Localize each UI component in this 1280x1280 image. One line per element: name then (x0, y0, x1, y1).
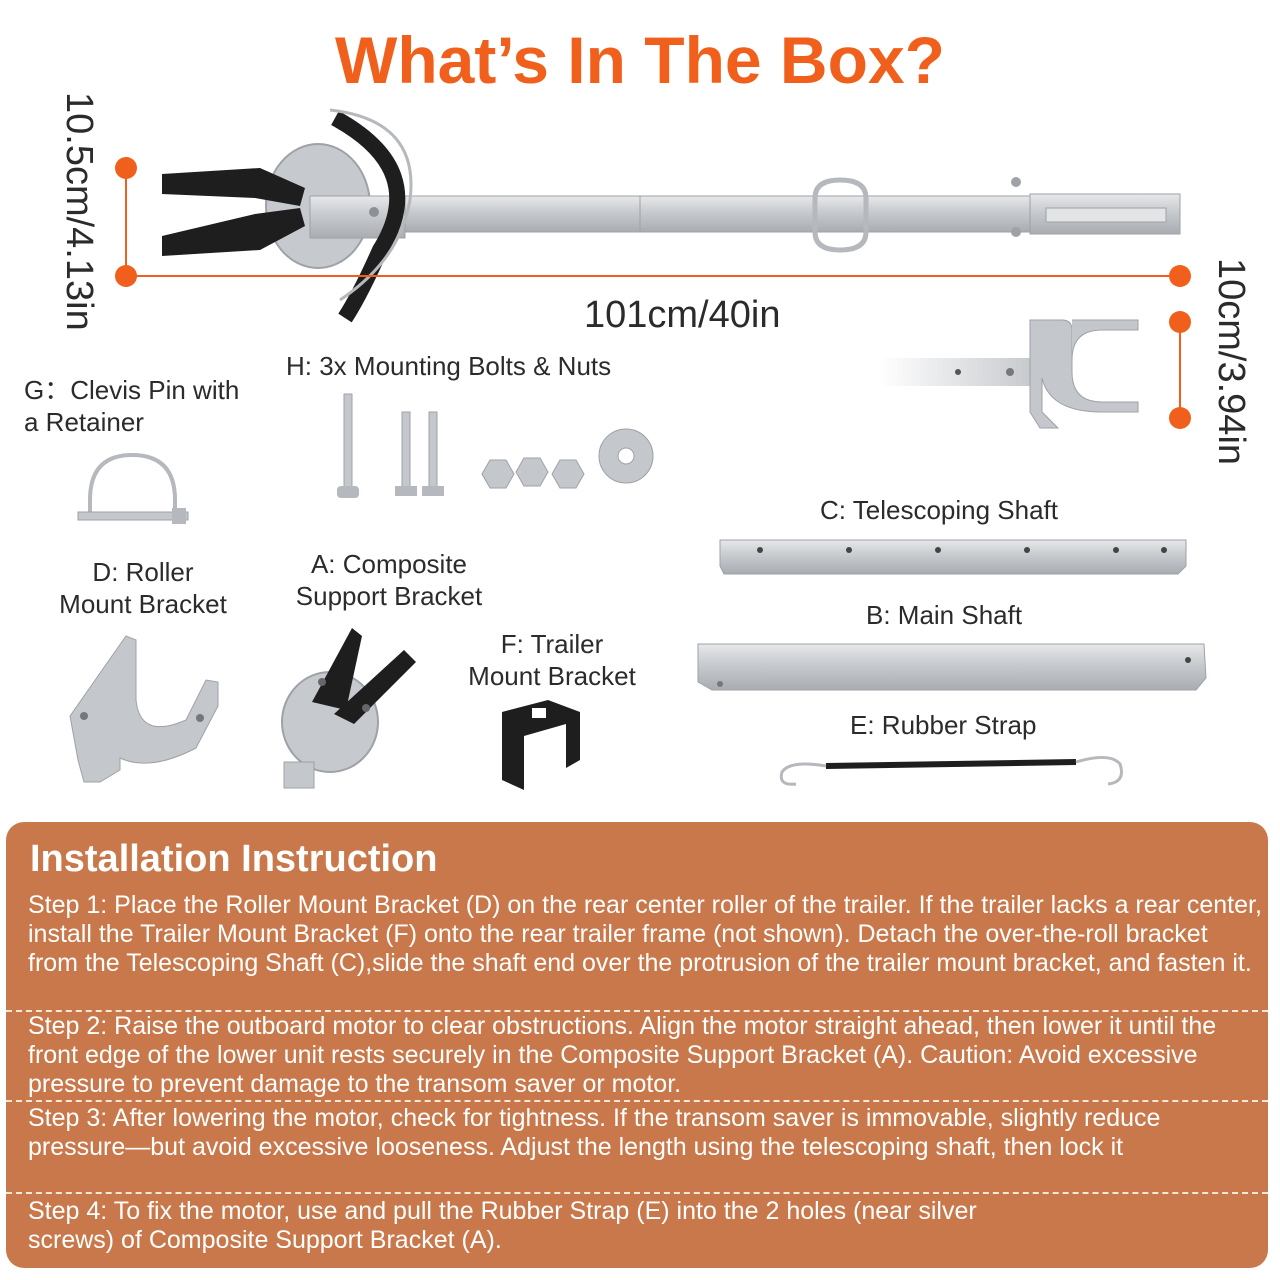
composite-bracket-illustration (281, 628, 416, 789)
part-label-a: A: Composite Support Bracket (295, 549, 483, 611)
telescoping-shaft-illustration (719, 539, 1187, 575)
roller-bracket-detail (880, 319, 1139, 429)
part-label-g: G：Clevis Pin with a Retainer (24, 375, 240, 437)
step-divider (6, 1010, 1268, 1012)
part-label-b: B: Main Shaft (866, 600, 1023, 630)
page-title: What’s In The Box? (335, 23, 945, 97)
product-illustration (69, 108, 1207, 790)
part-label-e: E: Rubber Strap (850, 710, 1037, 740)
length-dimension: 101cm/40in (584, 294, 781, 336)
installation-title: Installation Instruction (30, 838, 438, 880)
clevis-pin-illustration (77, 452, 189, 524)
roller-mount-bracket-illustration (69, 635, 219, 783)
height-dimension: 10.5cm/4.13in (58, 92, 100, 331)
dimension-lines (115, 157, 1191, 429)
step-divider (6, 1100, 1268, 1102)
part-label-f: F: Trailer Mount Bracket (468, 629, 636, 691)
trailer-mount-bracket-illustration (502, 700, 580, 790)
assembled-transom-saver (162, 108, 1181, 323)
bolts-and-nuts-illustration (337, 393, 654, 498)
step-divider (6, 1192, 1268, 1194)
step-3: Step 3: After lowering the motor, check … (28, 1104, 1161, 1161)
step-2: Step 2: Raise the outboard motor to clea… (28, 1012, 1217, 1098)
main-shaft-illustration (697, 643, 1207, 691)
part-label-d: D: Roller Mount Bracket (59, 557, 227, 619)
part-label-h: H: 3x Mounting Bolts & Nuts (286, 351, 612, 381)
part-label-c: C: Telescoping Shaft (820, 495, 1058, 525)
step-4: Step 4: To fix the motor, use and pull t… (28, 1197, 977, 1254)
bracket-height-dimension: 10cm/3.94in (1210, 258, 1252, 466)
step-1: Step 1: Place the Roller Mount Bracket (… (28, 891, 1262, 977)
rubber-strap-illustration (779, 756, 1123, 786)
